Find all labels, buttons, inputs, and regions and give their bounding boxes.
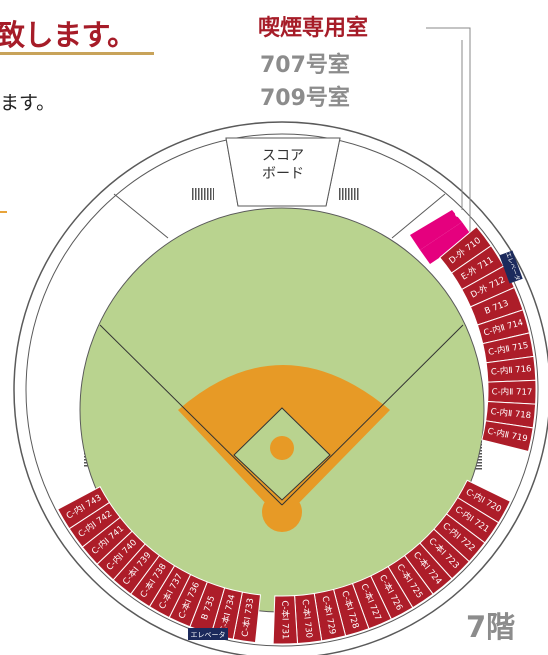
heading-underline [0,52,154,55]
home-plate-circle [262,492,302,532]
elevator-label-bottom: エレベータ [191,630,226,639]
scoreboard-label-1: スコア [262,148,304,164]
seat-section-label: C-内Ⅱ 717 [492,386,533,397]
seat-section [272,595,299,645]
heading-text: 致します。 [0,18,136,52]
intro-text: ます。 [0,92,56,114]
seat-section-label: C-内Ⅱ 716 [490,363,531,377]
smoking-rooms [410,210,473,264]
smoking-room-title: 喫煙専用室 [258,16,369,41]
pitcher-mound [270,436,294,460]
seat-section [481,420,534,453]
elevator-bottom: エレベータ [188,628,228,640]
accent-divider [0,211,7,213]
seat-section-label: C-本Ⅰ 731 [279,600,291,639]
foul-lines [99,324,464,506]
floor-label: 7階 [466,610,516,644]
scoreboard-label-2: ボード [262,166,304,182]
smoking-room-709: 709号室 [260,86,350,111]
smoking-leader-lines [426,27,471,236]
page-heading: 致します。 [0,0,166,62]
seat-section-label: C-内Ⅱ 718 [490,406,532,421]
scoreboard-box [225,137,341,207]
smoking-room-707: 707号室 [260,53,350,78]
seat-section [57,486,111,530]
seat-section-label: C-本Ⅰ 730 [299,599,314,639]
